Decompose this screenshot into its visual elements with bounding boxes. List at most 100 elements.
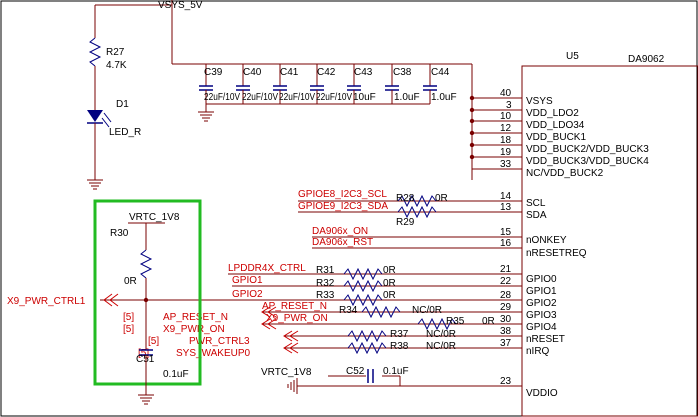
pin-name-nc-buck2: NC/VDD_BUCK2 — [526, 168, 604, 179]
r35-resistor — [417, 317, 457, 331]
c52-ground-symbol — [287, 378, 298, 394]
pin-name-vddio: VDDIO — [526, 388, 558, 399]
gpio-wires — [100, 273, 522, 349]
r33-ref: R33 — [316, 290, 335, 301]
d1-ref: D1 — [116, 99, 129, 110]
net-gpio2: GPIO2 — [232, 289, 263, 300]
pin-num-22: 22 — [500, 276, 512, 287]
pin-num-16: 16 — [500, 238, 512, 249]
pin-num-23: 23 — [500, 376, 512, 387]
c40-value: 22uF/10V — [242, 92, 278, 103]
r31-value: 0R — [383, 265, 396, 276]
vrtc-label-2: VRTC_1V8 — [261, 367, 312, 378]
power-pin-lines — [469, 95, 522, 170]
net-ap-reset-n-right: AP_RESET_N — [262, 301, 327, 312]
r30-resistor — [139, 249, 153, 279]
pin-num-12: 12 — [500, 123, 512, 134]
r29-ref: R29 — [396, 217, 415, 228]
c42-ref: C42 — [317, 67, 336, 78]
r33-resistor — [343, 293, 383, 307]
u5-ref: U5 — [566, 51, 579, 62]
net-ap-reset-n-left: AP_RESET_N — [163, 312, 228, 323]
pin-name-gpio3: GPIO3 — [526, 310, 557, 321]
net-pwr-ctrl3: PWR_CTRL3 — [189, 336, 250, 347]
pin-num-30: 30 — [500, 314, 512, 325]
net-gpio1: GPIO1 — [232, 275, 263, 286]
pin-name-vdd-buck1: VDD_BUCK1 — [526, 132, 586, 143]
net-sys-wakeup0: SYS_WAKEUP0 — [176, 348, 251, 359]
pin-num-28: 28 — [500, 290, 512, 301]
r38-value: NC/0R — [426, 341, 456, 352]
pin-num-33: 33 — [500, 159, 512, 170]
pin-name-sda: SDA — [526, 210, 547, 221]
c41-ref: C41 — [280, 67, 299, 78]
c38-value: 1.0uF — [394, 92, 420, 103]
u5-chip-body — [521, 65, 698, 417]
net-x9-pwr-on-right: X9_PWR_ON — [266, 313, 328, 324]
pin-name-vdd-ldo34: VDD_LDO34 — [526, 120, 585, 131]
pin-num-38: 38 — [500, 326, 512, 337]
r37-resistor — [347, 329, 387, 343]
pin-name-gpio2: GPIO2 — [526, 298, 557, 309]
c51-ref: C51 — [136, 354, 155, 365]
r27-value: 4.7K — [106, 60, 127, 71]
pin-name-nresetreq: nRESETREQ — [526, 248, 587, 259]
pin-num-3: 3 — [506, 100, 512, 111]
sheet-ref-1: [5] — [123, 312, 134, 323]
pin-num-10: 10 — [500, 111, 512, 122]
pin-num-18: 18 — [500, 135, 512, 146]
c40-ref: C40 — [243, 67, 262, 78]
vrtc-label-1: VRTC_1V8 — [129, 212, 180, 223]
pin-name-gpio0: GPIO0 — [526, 274, 557, 285]
c52-ref: C52 — [346, 366, 365, 377]
r37-ref: R37 — [390, 329, 409, 340]
pin-num-14: 14 — [500, 191, 512, 202]
pin-name-nonkey: nONKEY — [526, 235, 567, 246]
r35-value: 0R — [482, 316, 495, 327]
c39-ref: C39 — [204, 67, 223, 78]
r38-ref: R38 — [390, 341, 409, 352]
r34-ref: R34 — [339, 305, 358, 316]
r32-resistor — [343, 279, 383, 293]
u5-part: DA9062 — [628, 54, 665, 65]
c52-value: 0.1uF — [383, 366, 409, 377]
r34-resistor — [361, 305, 401, 319]
pin-num-13: 13 — [500, 202, 512, 213]
pin-num-21: 21 — [500, 264, 512, 275]
pin-num-19: 19 — [500, 147, 512, 158]
c43-ref: C43 — [354, 67, 373, 78]
net-da906x-on: DA906x_ON — [312, 226, 368, 237]
r28-value: 0R — [435, 193, 448, 204]
r31-ref: R31 — [316, 265, 335, 276]
r30-ref: R30 — [110, 228, 129, 239]
vsys-net-label: VSYS_5V — [158, 0, 203, 11]
pin-name-vdd-ldo2: VDD_LDO2 — [526, 108, 579, 119]
net-gpioe9: GPIOE9_I2C3_SDA — [298, 201, 388, 212]
net-x9-pwr-ctrl1: X9_PWR_CTRL1 — [7, 296, 86, 307]
pin-name-gpio1: GPIO1 — [526, 286, 557, 297]
pin-name-nirq: nIRQ — [526, 346, 550, 357]
c41-value: 22uF/10V — [279, 92, 315, 103]
r32-ref: R32 — [316, 278, 335, 289]
r27-resistor — [88, 37, 102, 67]
sheet-ref-3: [5] — [148, 336, 159, 347]
offsheet-arrows — [103, 293, 299, 354]
pin-num-40: 40 — [500, 88, 512, 99]
r29-resistor — [397, 205, 437, 219]
c44-ref: C44 — [431, 67, 450, 78]
pin-name-vsys: VSYS — [526, 96, 553, 107]
pin-name-scl: SCL — [526, 198, 546, 209]
d1-value: LED_R — [109, 127, 141, 138]
pin-name-vdd-buck3: VDD_BUCK3/VDD_BUCK4 — [526, 156, 649, 167]
r33-value: 0R — [383, 290, 396, 301]
sheet-ref-4: [5] — [138, 348, 149, 359]
pin-num-15: 15 — [500, 227, 512, 238]
r28-resistor — [397, 194, 437, 208]
highlight-box — [93, 199, 202, 386]
net-gpioe8: GPIOE8_I2C3_SCL — [298, 189, 387, 200]
d1-led — [87, 110, 112, 128]
r32-value: 0R — [383, 278, 396, 289]
r38-resistor — [347, 341, 387, 355]
r35-ref: R35 — [446, 316, 465, 327]
